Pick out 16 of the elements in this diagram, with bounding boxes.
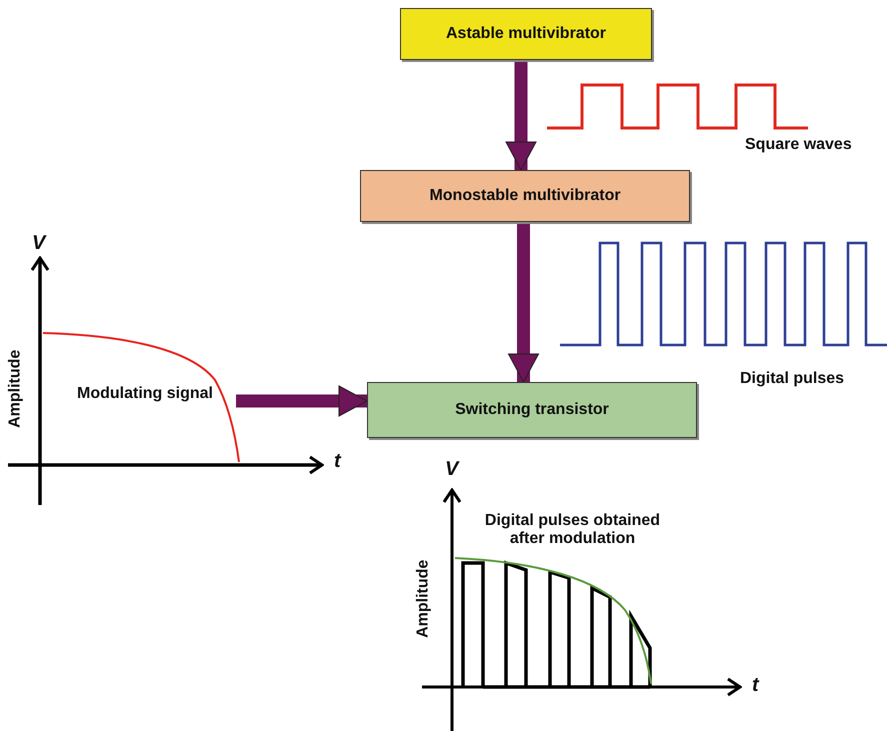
process-box: Switching transistor (367, 382, 697, 438)
process-box: Astable multivibrator (400, 8, 652, 60)
waveform-label: Square waves (745, 136, 852, 154)
axis-label: t (752, 674, 759, 696)
axis-label: V (445, 458, 458, 480)
graph-title: Digital pulses obtained after modulation (484, 512, 662, 548)
axis-label: V (32, 232, 46, 254)
block-arrow (506, 60, 536, 170)
waveform-label: Digital pulses (740, 370, 844, 388)
axis-label: Amplitude (6, 350, 24, 428)
block-arrow (236, 386, 368, 416)
axis-label: Amplitude (414, 560, 432, 638)
process-box: Monostable multivibrator (360, 170, 690, 222)
block-arrow (508, 222, 539, 382)
signal-label: Modulating signal (60, 368, 230, 420)
axis-label: t (334, 450, 341, 472)
